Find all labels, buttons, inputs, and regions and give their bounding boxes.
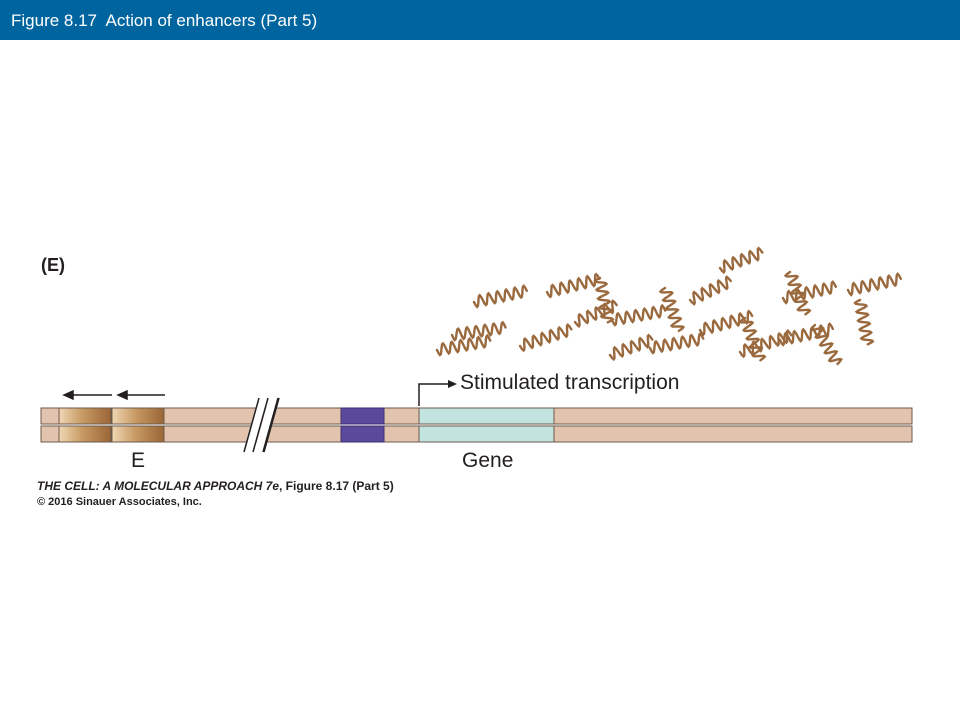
- rna-transcript: [610, 303, 667, 327]
- rna-transcript: [472, 284, 528, 309]
- promoter-top: [340, 407, 385, 425]
- enhancer-elements: [58, 407, 165, 443]
- left-arrow-2-head: [116, 389, 128, 401]
- promoter-bottom: [340, 425, 385, 443]
- panel-label: (E): [41, 255, 65, 275]
- rna-transcript: [658, 286, 686, 332]
- rna-transcripts: [435, 246, 902, 366]
- rna-transcript: [450, 320, 507, 342]
- rna-transcript: [783, 270, 812, 316]
- gene-label: Gene: [462, 449, 514, 472]
- enhancer-block-2-top: [111, 407, 165, 425]
- figure-caption: THE CELL: A MOLECULAR APPROACH 7e, Figur…: [37, 479, 394, 493]
- rna-transcript: [778, 322, 834, 347]
- caption-book-title: THE CELL: A MOLECULAR APPROACH 7e: [37, 479, 280, 493]
- enhancer-block-2-bottom: [111, 425, 165, 443]
- rna-transcript: [853, 298, 875, 346]
- enhancer-direction-arrows: [62, 389, 165, 401]
- rna-transcript: [573, 299, 618, 329]
- left-arrow-1-head: [62, 389, 74, 401]
- rna-transcript: [846, 272, 902, 297]
- rna-transcript: [518, 323, 573, 353]
- rna-transcript: [648, 331, 705, 355]
- enhancer-block-1-top: [58, 407, 112, 425]
- enhancer-block-1-bottom: [58, 425, 112, 443]
- gene-element: [418, 407, 555, 443]
- transcription-start-arrow: [418, 380, 457, 406]
- rna-transcript: [435, 333, 492, 357]
- copyright-notice: © 2016 Sinauer Associates, Inc.: [37, 496, 202, 508]
- rna-transcript: [608, 333, 654, 362]
- rna-transcript: [781, 280, 837, 305]
- promoter-element: [340, 407, 385, 443]
- enhancer-label: E: [131, 449, 146, 472]
- title-bar: Figure 8.17 Action of enhancers (Part 5): [0, 0, 960, 40]
- caption-figure-ref: , Figure 8.17 (Part 5): [279, 479, 394, 493]
- transcription-label: Stimulated transcription: [460, 371, 680, 394]
- rna-transcript: [809, 323, 843, 366]
- rna-transcript: [718, 246, 764, 275]
- gene-top: [418, 407, 555, 425]
- rna-transcript: [545, 272, 601, 299]
- gene-bottom: [418, 425, 555, 443]
- rna-transcript: [738, 316, 767, 362]
- rna-transcript: [738, 329, 793, 359]
- dna-break-symbol: [243, 397, 280, 453]
- rna-transcript: [688, 275, 732, 306]
- slide-title: Figure 8.17 Action of enhancers (Part 5): [11, 11, 318, 30]
